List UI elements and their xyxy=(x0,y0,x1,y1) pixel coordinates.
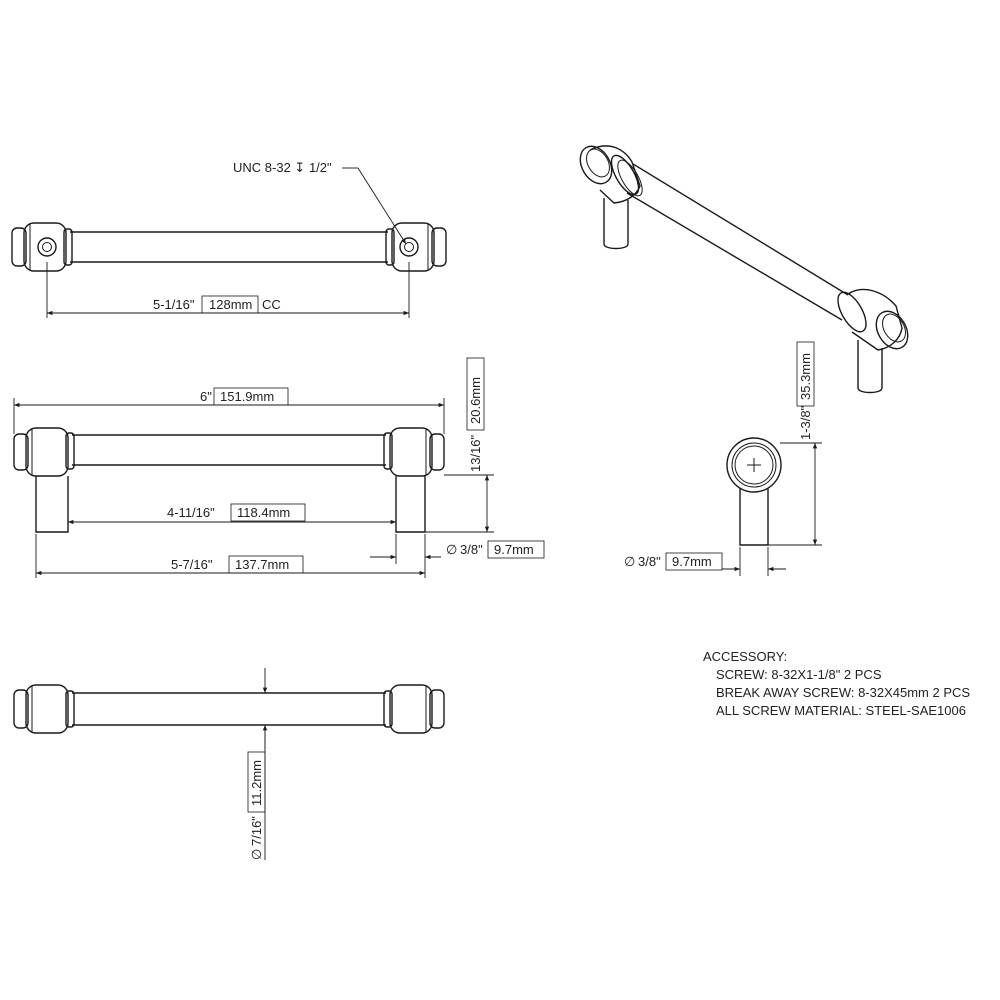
inner-length-label: 4-11/16" 118.4mm xyxy=(167,503,306,522)
outer-length-label: 5-7/16" 137.7mm xyxy=(171,555,304,574)
front-view xyxy=(13,398,494,578)
svg-text:3/8": 3/8" xyxy=(638,554,661,569)
accessory-line: BREAK AWAY SCREW: 8-32X45mm 2 PCS xyxy=(716,685,970,700)
post-diameter-label: ∅ 3/8" 9.7mm xyxy=(446,540,545,559)
svg-text:CC: CC xyxy=(262,297,281,312)
svg-text:35.3mm: 35.3mm xyxy=(798,353,813,400)
top-view xyxy=(11,167,447,318)
svg-text:7/16": 7/16" xyxy=(249,816,264,846)
svg-text:∅: ∅ xyxy=(249,849,264,860)
side-view xyxy=(722,437,822,576)
svg-text:11.2mm: 11.2mm xyxy=(249,760,264,806)
accessory-note: ACCESSORY: SCREW: 8-32X1-1/8" 2 PCS BREA… xyxy=(703,649,970,718)
accessory-line: SCREW: 8-32X1-1/8" 2 PCS xyxy=(716,667,882,682)
svg-text:9.7mm: 9.7mm xyxy=(672,554,712,569)
svg-text:128mm: 128mm xyxy=(209,297,252,312)
overall-length-label: 6" 151.9mm xyxy=(200,387,289,406)
side-post-diameter-label: ∅ 3/8" 9.7mm xyxy=(624,552,723,571)
svg-text:9.7mm: 9.7mm xyxy=(494,542,534,557)
accessory-title: ACCESSORY: xyxy=(703,649,787,664)
isometric-view xyxy=(579,145,909,394)
svg-text:∅: ∅ xyxy=(446,542,457,557)
svg-text:4-11/16": 4-11/16" xyxy=(167,505,215,520)
svg-text:6": 6" xyxy=(200,389,212,404)
bottom-view xyxy=(13,668,445,860)
accessory-line: ALL SCREW MATERIAL: STEEL-SAE1006 xyxy=(716,703,966,718)
svg-text:5-7/16": 5-7/16" xyxy=(171,557,213,572)
svg-text:20.6mm: 20.6mm xyxy=(468,377,483,424)
svg-text:1-3/8": 1-3/8" xyxy=(798,405,813,440)
svg-text:∅: ∅ xyxy=(624,554,635,569)
projection-label: 1-3/8" 35.3mm xyxy=(796,341,815,440)
height-label: 13/16" 20.6mm xyxy=(466,357,485,472)
svg-text:151.9mm: 151.9mm xyxy=(220,389,274,404)
thread-callout: UNC 8-32 ↧ 1/2" xyxy=(233,160,332,175)
bar-diameter-label: ∅ 7/16" 11.2mm xyxy=(247,751,266,860)
svg-text:118.4mm: 118.4mm xyxy=(237,505,290,520)
svg-text:3/8": 3/8" xyxy=(460,542,483,557)
svg-text:137.7mm: 137.7mm xyxy=(235,557,289,572)
svg-text:13/16": 13/16" xyxy=(468,434,483,472)
svg-text:5-1/16": 5-1/16" xyxy=(153,297,195,312)
cc-dimension-label: 5-1/16" 128mm CC xyxy=(153,295,281,314)
